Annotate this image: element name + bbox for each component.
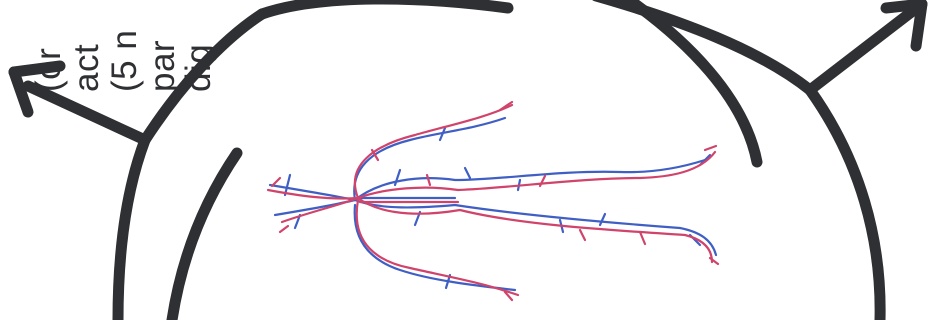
outer-arc-left-bottom	[118, 140, 145, 320]
cycle-arcs	[118, 0, 880, 320]
arrow-head-icon	[810, 4, 922, 90]
inner-arc-left	[172, 153, 237, 320]
caption-line-2: act	[67, 44, 106, 92]
outer-arc-top	[262, 0, 508, 14]
caption-line-3: (5 n	[105, 30, 144, 92]
outer-arc-right-top	[596, 0, 810, 90]
artery-network	[268, 102, 718, 300]
outer-arc-right-bottom	[810, 90, 880, 320]
caption-line-4: par	[143, 40, 182, 92]
circulatory-system-icon	[268, 102, 718, 300]
